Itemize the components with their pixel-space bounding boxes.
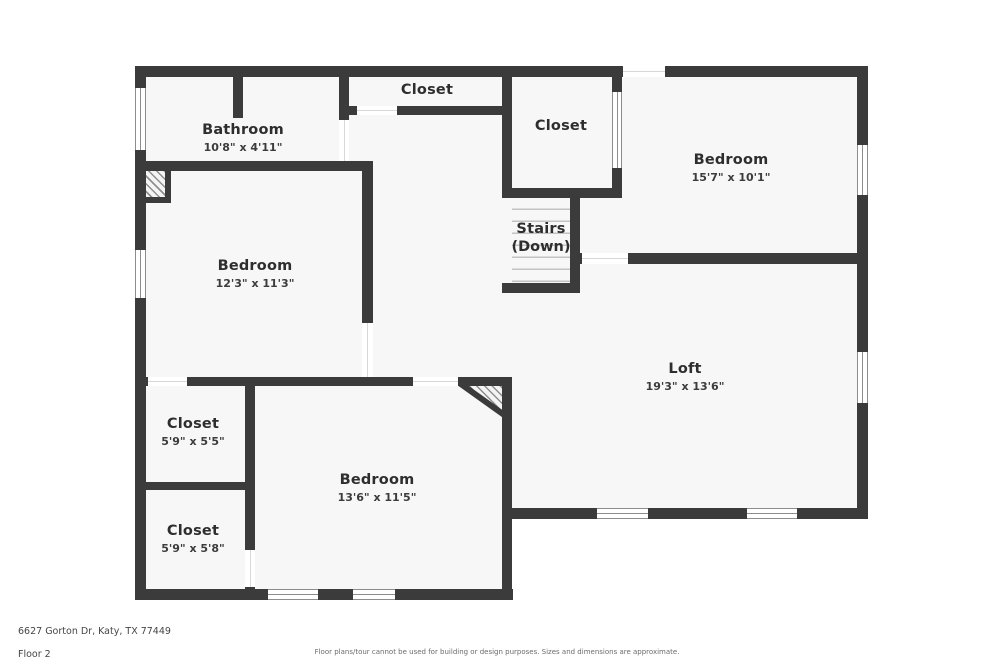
stair-treads bbox=[512, 198, 570, 283]
disclaimer-text: Floor plans/tour cannot be used for buil… bbox=[314, 648, 680, 656]
window-bottom-bedroom-2 bbox=[353, 589, 395, 600]
wall-stairs-bottom bbox=[502, 283, 580, 293]
window-bottom-bedroom-1 bbox=[268, 589, 318, 600]
window-loft-bottom-2 bbox=[747, 508, 797, 519]
wall-bathroom-right bbox=[339, 66, 349, 171]
door-bedroom-top-right bbox=[582, 253, 628, 264]
room-dims: 10'8" x 4'11" bbox=[203, 141, 283, 154]
window-mid-closet bbox=[612, 92, 622, 168]
room-label-closet-1: Closet 5'9" x 5'5" bbox=[161, 416, 225, 449]
room-label-stairs: Stairs (Down) bbox=[512, 221, 571, 256]
room-name: Bedroom bbox=[693, 152, 769, 168]
room-name: Closet bbox=[166, 416, 220, 432]
wall-mid-closet-left bbox=[502, 66, 512, 198]
wall-stairs-right bbox=[570, 188, 580, 293]
wall-outer-top bbox=[135, 66, 868, 77]
wall-bathroom-stub bbox=[233, 66, 243, 118]
room-label-bedroom-top-right: Bedroom 15'7" x 10'1" bbox=[692, 152, 771, 185]
room-dims: 5'9" x 5'8" bbox=[161, 542, 225, 555]
room-label-closet-mid: Closet bbox=[535, 118, 587, 135]
room-dims: 15'7" x 10'1" bbox=[691, 171, 771, 184]
door-closet-1 bbox=[148, 377, 187, 386]
wall-outer-right bbox=[857, 66, 868, 519]
window-left-bedroom bbox=[135, 250, 146, 298]
room-name: Closet bbox=[400, 82, 454, 98]
wall-bathroom-bottom bbox=[135, 161, 373, 171]
room-name: Loft bbox=[668, 361, 702, 377]
room-dims: (Down) bbox=[511, 239, 571, 255]
room-label-bedroom-left: Bedroom 12'3" x 11'3" bbox=[216, 258, 295, 291]
room-label-bedroom-bottom: Bedroom 13'6" x 11'5" bbox=[338, 472, 417, 505]
room-dims: 12'3" x 11'3" bbox=[215, 277, 295, 290]
door-top-closet bbox=[357, 106, 397, 115]
door-bedroom-bottom bbox=[413, 377, 458, 386]
wall-top-closet-bottom bbox=[339, 106, 512, 115]
wall-closet-divider bbox=[135, 482, 255, 490]
wall-stairs-top bbox=[502, 188, 622, 198]
room-dims: 13'6" x 11'5" bbox=[337, 491, 417, 504]
wall-outer-bottom-left bbox=[135, 589, 513, 600]
room-dims: 19'3" x 13'6" bbox=[645, 380, 725, 393]
address-text: 6627 Gorton Dr, Katy, TX 77449 bbox=[18, 626, 171, 637]
floor-label: Floor 2 bbox=[18, 649, 51, 660]
window-loft-bottom-1 bbox=[597, 508, 648, 519]
room-label-closet-2: Closet 5'9" x 5'8" bbox=[161, 523, 225, 556]
door-closet-2 bbox=[245, 550, 255, 587]
room-name: Bedroom bbox=[217, 258, 293, 274]
wall-outer-left bbox=[135, 66, 146, 600]
room-name: Stairs bbox=[516, 221, 566, 237]
room-dims: 5'9" x 5'5" bbox=[161, 435, 225, 448]
wall-bedroom-left-right bbox=[362, 161, 373, 386]
door-bathroom bbox=[339, 120, 349, 161]
wall-loft-bottom bbox=[502, 508, 868, 519]
room-label-closet-top: Closet bbox=[401, 82, 453, 99]
wall-middle-horizontal bbox=[135, 377, 512, 386]
room-name: Closet bbox=[534, 118, 588, 134]
room-label-bathroom: Bathroom 10'8" x 4'11" bbox=[202, 122, 284, 155]
wall-bedroom-bottom-right bbox=[502, 377, 512, 600]
window-right-loft bbox=[857, 352, 868, 403]
window-right-bedroom bbox=[857, 145, 868, 195]
room-name: Closet bbox=[166, 523, 220, 539]
room-name: Bathroom bbox=[202, 122, 284, 138]
window-left-bathroom bbox=[135, 88, 146, 150]
room-name: Bedroom bbox=[339, 472, 415, 488]
wall-bedroom-loft-divider bbox=[570, 253, 868, 264]
door-bedroom-left bbox=[362, 323, 373, 377]
room-label-loft: Loft 19'3" x 13'6" bbox=[646, 361, 725, 394]
opening-top-wall bbox=[623, 66, 665, 77]
